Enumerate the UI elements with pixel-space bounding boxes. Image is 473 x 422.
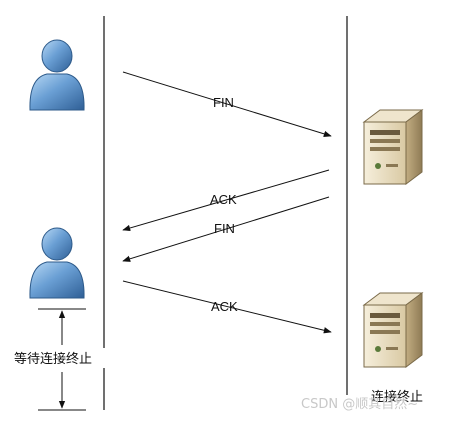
server-icon: [363, 109, 423, 185]
watermark: CSDN @顺其自然~: [301, 396, 418, 412]
ack-label: ACK: [210, 192, 237, 207]
client-user-icon: [29, 227, 85, 299]
wait-label-bg: [12, 348, 110, 368]
ack-arrow: [122, 169, 330, 232]
fin-arrow: [122, 71, 332, 137]
ack-arrow: [122, 280, 332, 334]
client-user-icon: [29, 39, 85, 111]
wait-label: 等待连接终止: [14, 351, 92, 367]
fin-label: FIN: [214, 221, 235, 236]
ack-label: ACK: [211, 299, 238, 314]
fin-arrow: [122, 196, 330, 262]
server-caption: 连接终止: [371, 389, 423, 405]
server-icon: [363, 292, 423, 368]
fin-label: FIN: [213, 95, 234, 110]
